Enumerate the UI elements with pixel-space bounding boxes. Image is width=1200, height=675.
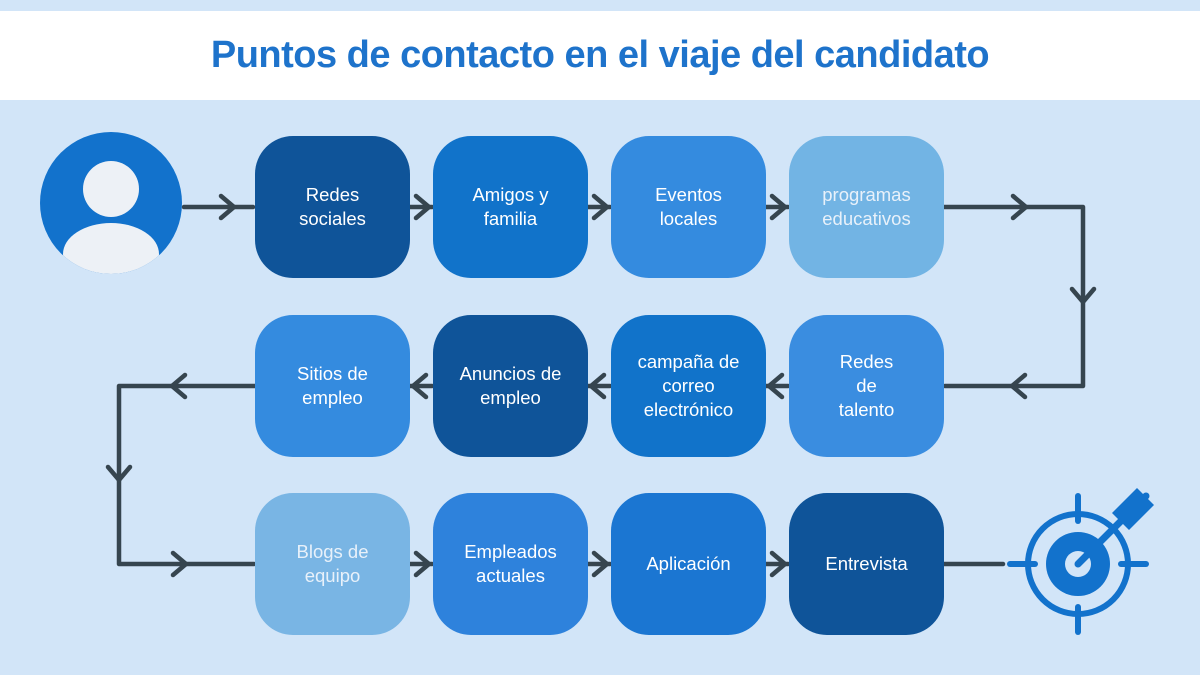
arrow-right-icon [1010, 193, 1029, 221]
flow-box-label: Amigos y familia [472, 184, 549, 229]
arrow-down-icon [1069, 286, 1097, 305]
flow-box-redes-de-talento: Redes de talento [789, 315, 944, 457]
arrow-down-icon [105, 464, 133, 483]
flow-box-label: programas educativos [822, 184, 911, 229]
flow-box-aplicacion: Aplicación [611, 493, 766, 635]
arrow-left-icon [588, 372, 607, 400]
avatar-head [83, 161, 139, 217]
person-avatar-icon [40, 132, 182, 274]
flow-box-campana-correo: campaña de correo electrónico [611, 315, 766, 457]
flow-box-sitios-de-empleo: Sitios de empleo [255, 315, 410, 457]
page-title: Puntos de contacto en el viaje del candi… [210, 34, 990, 76]
arrow-right-icon [170, 550, 189, 578]
connector-line [116, 383, 258, 567]
arrow-right-icon [413, 193, 432, 221]
flow-box-redes-sociales: Redes sociales [255, 136, 410, 278]
avatar-shoulders [63, 223, 159, 274]
flow-box-label: Entrevista [825, 553, 908, 574]
flow-box-entrevista: Entrevista [789, 493, 944, 635]
arrow-left-icon [1009, 372, 1028, 400]
flow-box-label: Redes de talento [838, 351, 895, 420]
arrow-left-icon [766, 372, 785, 400]
arrow-right-icon [769, 193, 788, 221]
flow-box-label: Anuncios de empleo [459, 363, 562, 408]
flow-box-label: Aplicación [646, 553, 731, 574]
flow-box-amigos-y-familia: Amigos y familia [433, 136, 588, 278]
flow-box-empleados-actuales: Empleados actuales [433, 493, 588, 635]
arrow-right-icon [591, 550, 610, 578]
connector-lines [105, 193, 1097, 578]
arrow-left-icon [410, 372, 429, 400]
flow-box-programas-educativos: programas educativos [789, 136, 944, 278]
arrow-right-icon [218, 193, 237, 221]
flow-box-label: Blogs de equipo [296, 541, 369, 586]
flow-box-anuncios-de-empleo: Anuncios de empleo [433, 315, 588, 457]
flow-box-label: Empleados actuales [464, 541, 557, 586]
connector-line [941, 204, 1086, 389]
flow-box-label: Sitios de empleo [297, 363, 368, 408]
flow-box-label: campaña de correo electrónico [637, 351, 740, 420]
header-band: Puntos de contacto en el viaje del candi… [0, 11, 1200, 100]
flow-box-blogs-de-equipo: Blogs de equipo [255, 493, 410, 635]
flow-box-label: Redes sociales [299, 184, 366, 229]
dart-fletching [1112, 488, 1154, 530]
flow-box-label: Eventos locales [655, 184, 722, 229]
arrow-right-icon [769, 550, 788, 578]
flow-box-eventos-locales: Eventos locales [611, 136, 766, 278]
arrow-right-icon [413, 550, 432, 578]
arrow-right-icon [591, 193, 610, 221]
target-icon [1007, 488, 1154, 635]
arrow-left-icon [169, 372, 188, 400]
